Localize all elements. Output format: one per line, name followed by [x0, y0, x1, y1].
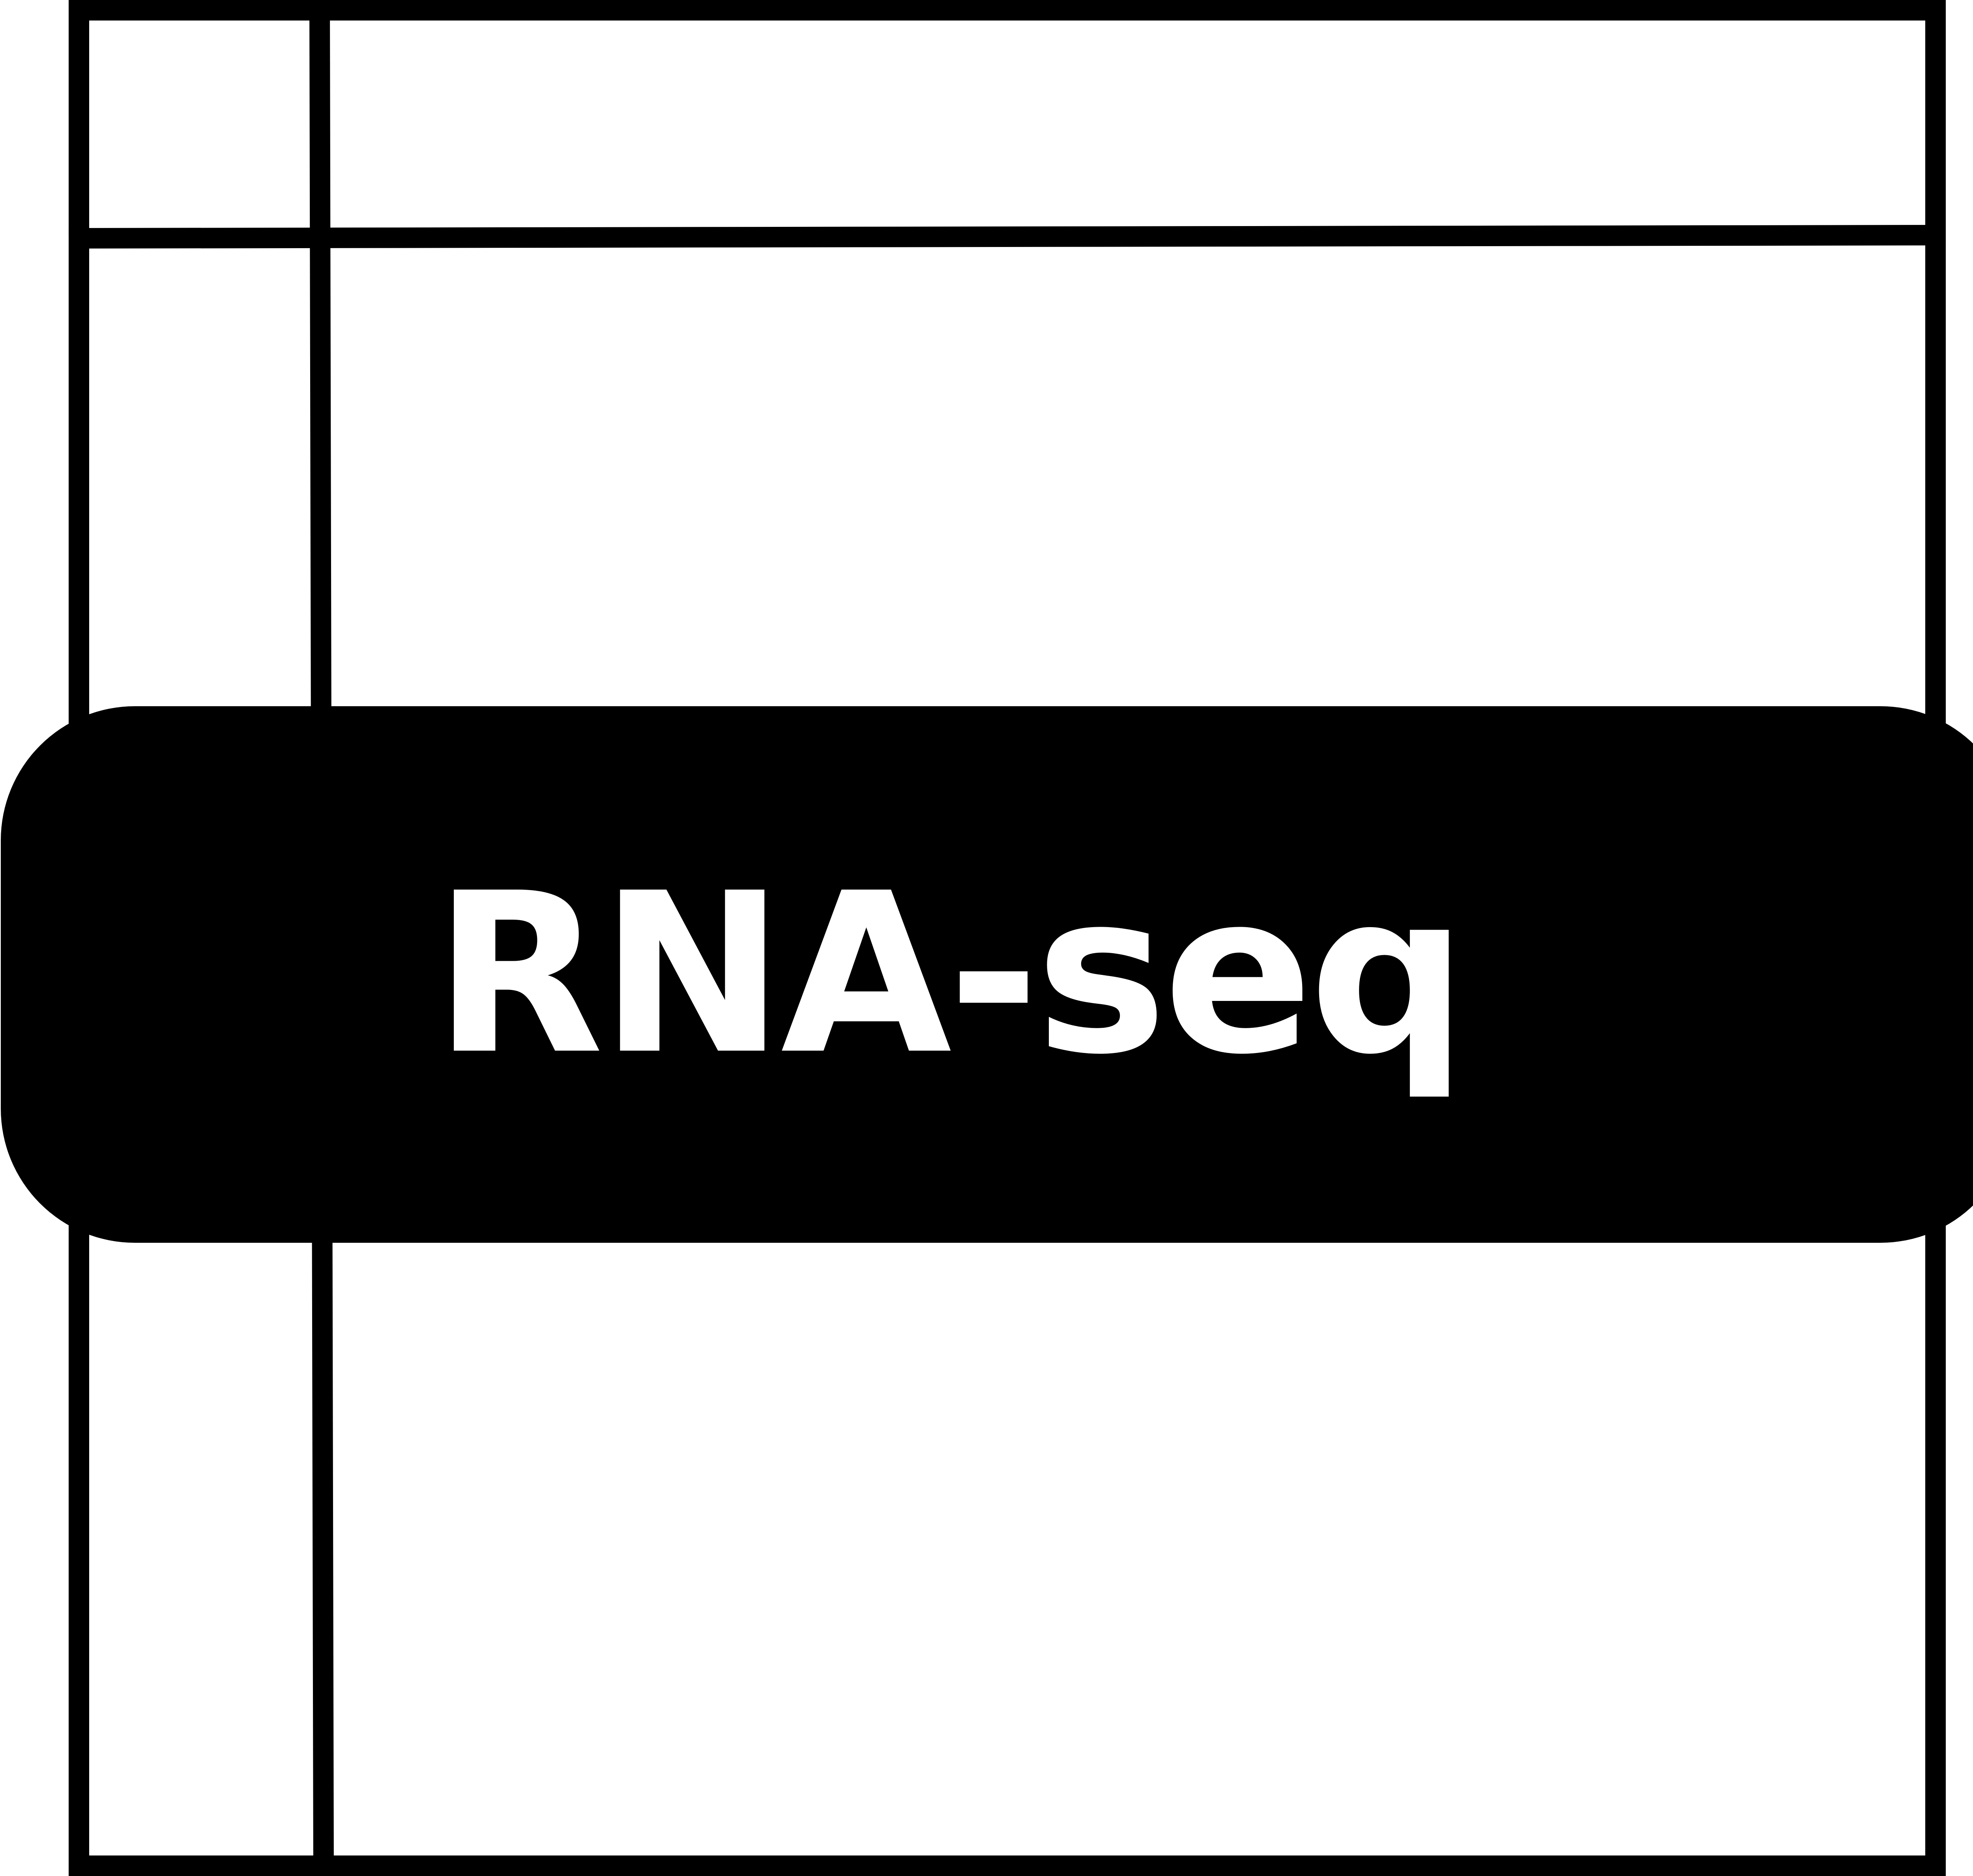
header-divider [68, 225, 1946, 249]
rna-seq-banner: RNA-seq [1, 706, 1973, 1243]
banner-label: RNA-seq [433, 846, 1468, 1103]
